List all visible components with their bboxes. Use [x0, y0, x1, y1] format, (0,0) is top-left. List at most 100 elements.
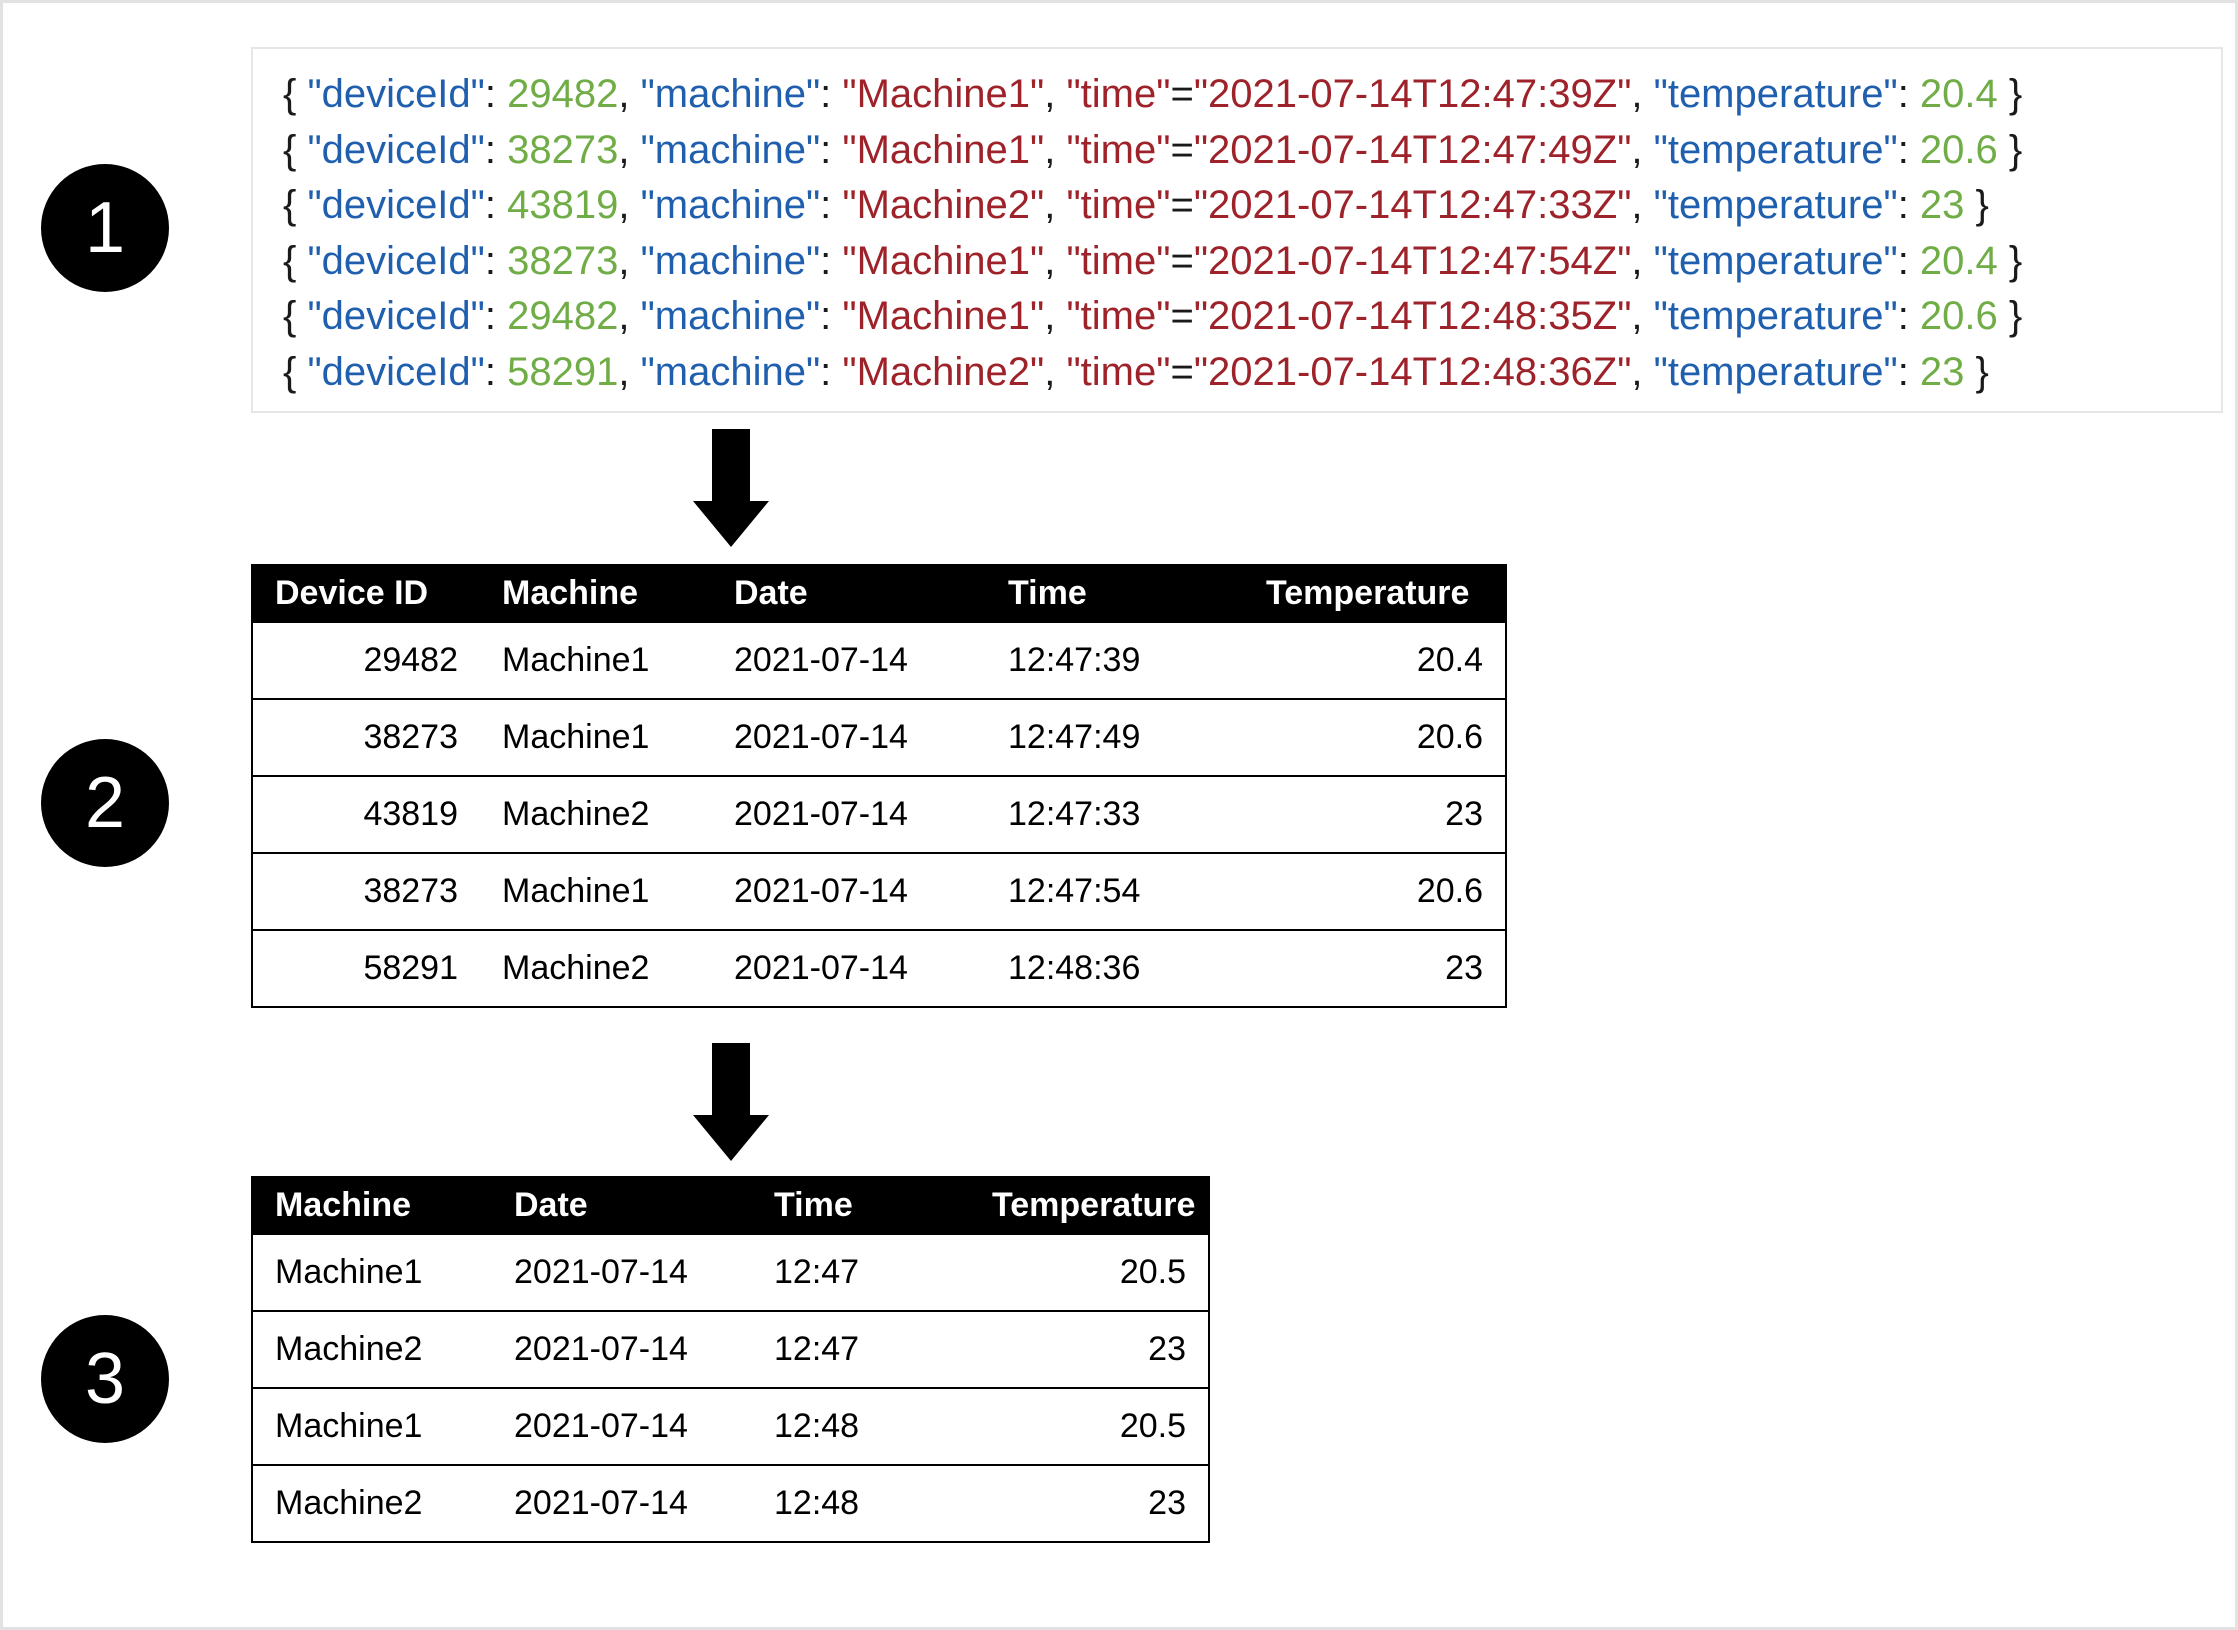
json-comma: ,	[1631, 238, 1654, 283]
json-comma: ,	[618, 294, 641, 338]
table-cell: 12:48:36	[986, 929, 1244, 1008]
json-key-temperature: "temperature"	[1653, 127, 1898, 172]
table-cell: 20.4	[1244, 621, 1506, 700]
column-header: Date	[712, 565, 986, 622]
json-value-deviceid: 38273	[507, 238, 619, 283]
step-badge-1-label: 1	[84, 188, 126, 268]
table-cell: 2021-07-14	[492, 1387, 752, 1466]
json-value-temperature: 23	[1919, 349, 1965, 394]
json-equals: =	[1170, 183, 1194, 227]
json-value-deviceid: 38273	[507, 127, 619, 172]
json-value-temperature: 20.6	[1919, 127, 1998, 172]
json-key-time: "time"	[1066, 349, 1171, 394]
json-colon: :	[820, 183, 843, 227]
table-cell: 2021-07-14	[712, 775, 986, 854]
json-key-temperature: "temperature"	[1653, 183, 1898, 227]
json-value-time: "2021-07-14T12:47:54Z"	[1193, 238, 1632, 283]
json-comma: ,	[1631, 183, 1654, 227]
step-badge-2-label: 2	[84, 763, 126, 843]
json-comma: ,	[1044, 349, 1067, 394]
table-cell: Machine1	[252, 1233, 492, 1312]
json-brace-close: }	[1964, 183, 1989, 227]
json-brace-open: {	[283, 238, 308, 283]
json-value-machine: "Machine1"	[842, 238, 1045, 283]
column-header: Device ID	[252, 565, 480, 622]
table-cell: 43819	[252, 775, 480, 854]
json-equals: =	[1170, 349, 1194, 394]
json-value-temperature: 20.6	[1919, 294, 1998, 338]
json-colon: :	[484, 238, 508, 283]
json-value-temperature: 20.4	[1919, 238, 1998, 283]
column-header: Time	[986, 565, 1244, 622]
json-value-time: "2021-07-14T12:47:49Z"	[1193, 127, 1632, 172]
table-cell: 38273	[252, 698, 480, 777]
json-key-temperature: "temperature"	[1653, 349, 1898, 394]
table-cell: Machine1	[480, 621, 712, 700]
table-cell: 20.6	[1244, 698, 1506, 777]
json-payload-box: { "deviceId": 29482, "machine": "Machine…	[251, 47, 2223, 413]
column-header: Temperature	[970, 1177, 1209, 1234]
json-value-deviceid: 29482	[507, 294, 619, 338]
table-cell: 38273	[252, 852, 480, 931]
json-brace-open: {	[283, 294, 308, 338]
column-header: Temperature	[1244, 565, 1506, 622]
json-comma: ,	[1631, 349, 1654, 394]
json-brace-open: {	[283, 127, 308, 172]
table-cell: 12:47:39	[986, 621, 1244, 700]
json-key-time: "time"	[1066, 183, 1171, 227]
json-value-time: "2021-07-14T12:47:33Z"	[1193, 183, 1632, 227]
json-value-deviceid: 43819	[507, 183, 619, 227]
table-cell: Machine2	[480, 929, 712, 1008]
json-brace-open: {	[283, 72, 308, 116]
table-cell: 23	[970, 1464, 1209, 1543]
table-cell: 58291	[252, 929, 480, 1008]
json-record-line: { "deviceId": 38273, "machine": "Machine…	[283, 234, 2221, 290]
json-comma: ,	[1044, 127, 1067, 172]
json-key-temperature: "temperature"	[1653, 294, 1898, 338]
json-value-machine: "Machine1"	[842, 294, 1045, 338]
json-comma: ,	[1631, 72, 1654, 116]
json-brace-open: {	[283, 183, 308, 227]
table-cell: Machine2	[252, 1310, 492, 1389]
table-cell: Machine1	[480, 852, 712, 931]
down-arrow-icon	[693, 1043, 769, 1161]
down-arrow-icon	[693, 429, 769, 547]
json-key-machine: "machine"	[640, 238, 821, 283]
json-key-deviceid: "deviceId"	[307, 349, 485, 394]
table-cell: 12:47	[752, 1310, 970, 1389]
json-value-deviceid: 58291	[507, 349, 619, 394]
json-equals: =	[1170, 238, 1194, 283]
json-comma: ,	[618, 72, 641, 116]
json-brace-close: }	[1997, 72, 2023, 116]
json-value-machine: "Machine1"	[842, 127, 1045, 172]
json-record-line: { "deviceId": 29482, "machine": "Machine…	[283, 67, 2221, 123]
json-colon: :	[484, 72, 508, 116]
json-key-temperature: "temperature"	[1653, 238, 1898, 283]
json-brace-open: {	[283, 349, 308, 394]
json-comma: ,	[618, 349, 641, 394]
json-key-deviceid: "deviceId"	[307, 127, 485, 172]
table-cell: 12:47:49	[986, 698, 1244, 777]
json-equals: =	[1170, 127, 1194, 172]
json-colon: :	[1897, 238, 1920, 283]
json-key-time: "time"	[1066, 72, 1171, 116]
json-value-temperature: 20.4	[1919, 72, 1998, 116]
json-record-line: { "deviceId": 29482, "machine": "Machine…	[283, 289, 2221, 345]
json-comma: ,	[1044, 294, 1067, 338]
json-key-deviceid: "deviceId"	[307, 238, 485, 283]
table-cell: Machine1	[252, 1387, 492, 1466]
table-cell: 20.6	[1244, 852, 1506, 931]
json-key-deviceid: "deviceId"	[307, 72, 485, 116]
json-value-time: "2021-07-14T12:47:39Z"	[1193, 72, 1632, 116]
table-cell: 23	[970, 1310, 1209, 1389]
table-cell: 2021-07-14	[492, 1464, 752, 1543]
column-header: Date	[492, 1177, 752, 1234]
